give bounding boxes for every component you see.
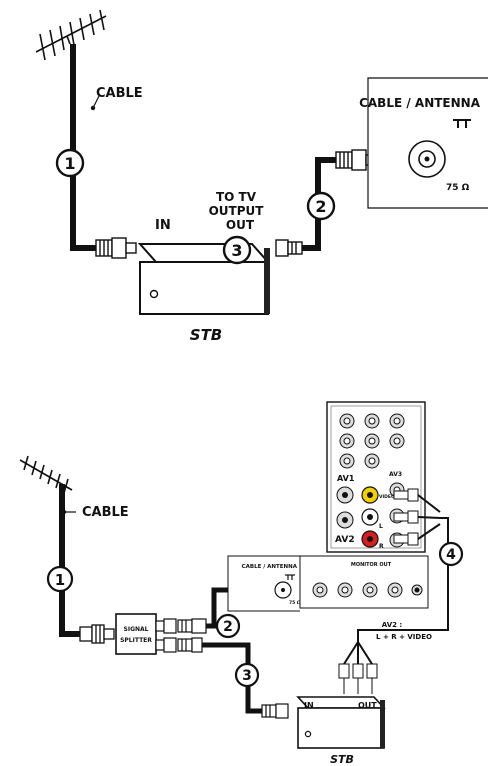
svg-text:3: 3 <box>242 668 252 684</box>
cable-dot-bottom <box>61 509 67 515</box>
to-tv-label-3: OUT <box>226 218 255 232</box>
video-jack-yellow <box>361 486 379 504</box>
coax-plug-icon-bottom-splitter-in <box>79 624 115 644</box>
av-cable-bundle <box>357 494 449 664</box>
step-badge-2-bottom: 2 <box>215 613 241 639</box>
stb-label-top: STB <box>190 326 222 344</box>
r-jack-label: R <box>379 543 384 550</box>
to-tv-label-2: OUTPUT <box>209 204 265 218</box>
rca-plugs-stb <box>338 663 378 694</box>
coax-plug-icon-bottom-stb <box>261 703 289 719</box>
l-jack-label: L <box>379 523 383 530</box>
step-badge-1-bottom: 1 <box>46 565 74 593</box>
av2-caption-1: AV2 : <box>382 621 403 629</box>
audio-jack-red <box>361 530 379 548</box>
panel-title-top: CABLE / ANTENNA <box>359 96 481 110</box>
ohm-label-bottom: 75 Ω <box>289 600 301 606</box>
monitor-out-jacks <box>312 582 423 598</box>
stb-box-bottom <box>296 696 386 749</box>
coax-plug-icon-bottom-3 <box>177 637 203 653</box>
to-tv-label-1: TO TV <box>216 190 257 204</box>
monitor-out-label: MONITOR OUT <box>351 562 392 568</box>
cable-dot-top <box>90 105 96 111</box>
svg-text:2: 2 <box>223 619 233 635</box>
signal-splitter <box>115 613 157 655</box>
cable-label-bottom: CABLE <box>82 505 129 520</box>
antenna-symbol-icon-bottom <box>285 574 295 580</box>
stb-label-bottom: STB <box>330 753 354 766</box>
av-cable-split <box>343 641 373 665</box>
ohm-label-top: 75 Ω <box>446 183 470 193</box>
stb-out-label-bottom: OUT <box>358 701 377 710</box>
svg-text:1: 1 <box>55 571 65 589</box>
stb-in-label-bottom: IN <box>304 701 314 710</box>
splitter-label-1: SIGNAL <box>124 626 149 633</box>
stb-box-top <box>137 243 271 315</box>
av2-caption-2: L + R + VIDEO <box>376 633 432 641</box>
step-badge-2-top: 2 <box>306 191 336 221</box>
cable-label-top: CABLE <box>96 86 143 101</box>
coax-plug-icon-bottom-2 <box>177 618 207 634</box>
svideo-jack-icon-1 <box>336 486 354 504</box>
antenna-icon-top <box>35 9 107 61</box>
cable-line-bottom-2 <box>206 587 232 629</box>
step-badge-3-top: 3 <box>222 235 252 265</box>
svideo-jack-icon-2 <box>336 511 354 529</box>
svg-text:3: 3 <box>231 241 242 260</box>
cable-line-bottom-1 <box>59 484 80 637</box>
coax-jack-icon-top <box>408 140 446 178</box>
av3-label: AV3 <box>389 471 402 478</box>
av1-label: AV1 <box>337 474 355 483</box>
cable-pointer-top <box>92 93 101 109</box>
video-jack-label: VIDEO <box>379 494 395 500</box>
step-badge-1-top: 1 <box>55 148 85 178</box>
svg-text:1: 1 <box>64 154 75 173</box>
splitter-label-2: SPLITTER <box>120 637 152 644</box>
step-badge-3-bottom: 3 <box>234 662 260 688</box>
tv-rear-panel <box>299 401 429 609</box>
svg-text:2: 2 <box>315 197 326 216</box>
audio-jack-white <box>361 508 379 526</box>
antenna-symbol-icon-top <box>453 119 471 128</box>
coax-plug-icon-top-in <box>95 237 137 259</box>
panel-title-bottom: CABLE / ANTENNA <box>242 564 298 570</box>
av2-label: AV2 <box>335 535 355 545</box>
coax-plug-icon-top-out <box>275 239 303 257</box>
svg-text:4: 4 <box>446 547 456 563</box>
step-badge-4: 4 <box>438 541 464 567</box>
splitter-out-connectors <box>155 618 177 653</box>
cable-line-top-1 <box>70 44 98 251</box>
rca-plugs-tv <box>393 488 419 546</box>
stb-in-label-top: IN <box>155 218 171 233</box>
coax-jack-icon-bottom <box>274 581 292 599</box>
